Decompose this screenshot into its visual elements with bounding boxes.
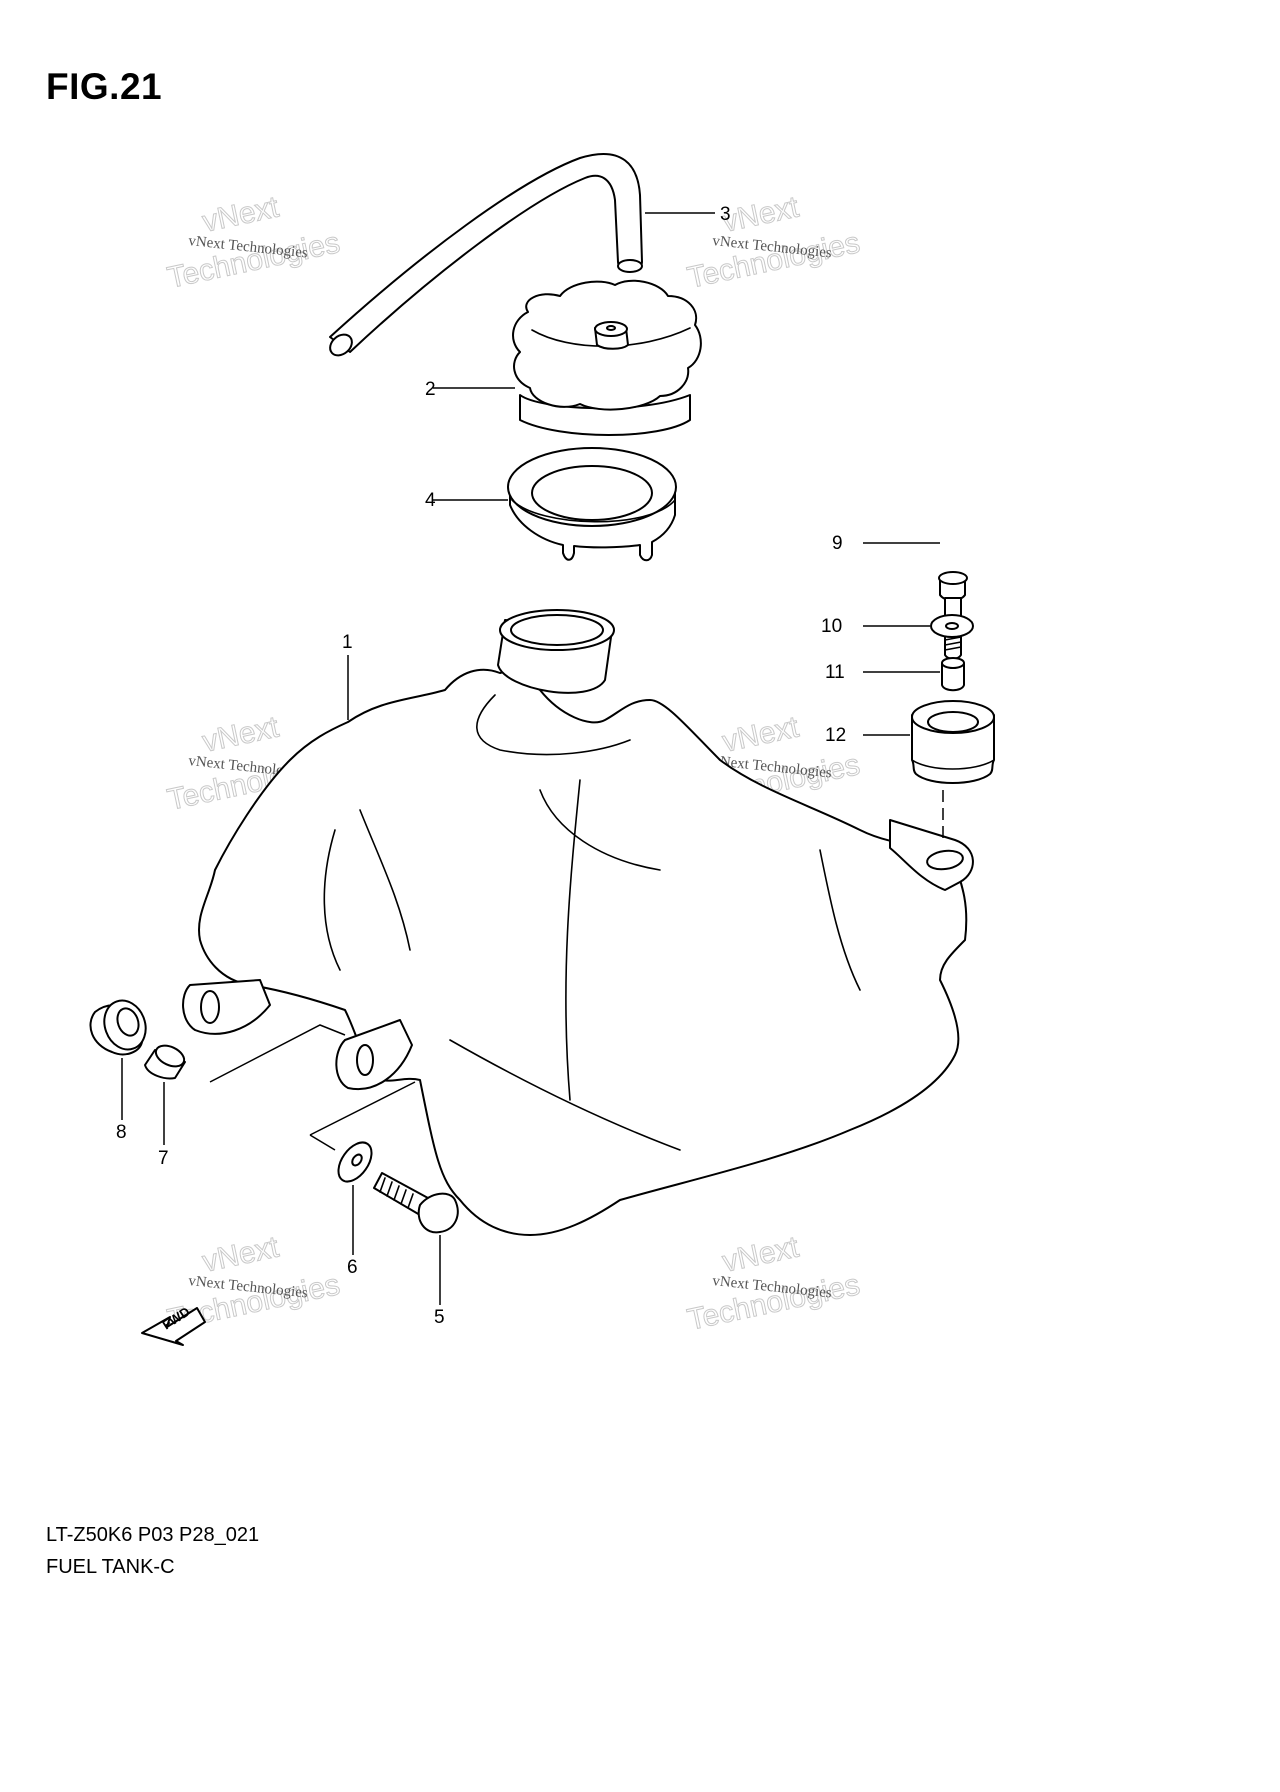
- figure-title: FIG.21: [46, 66, 163, 107]
- fwd-arrow-icon: FWD: [141, 1304, 206, 1346]
- watermark-outline-top: Technologies: [685, 226, 863, 295]
- watermark-bottom-right: Technologies vNext vNext Technologies: [684, 1230, 863, 1337]
- callout-12: 12: [825, 725, 846, 746]
- callout-3: 3: [720, 204, 731, 225]
- callout-labels: 1 2 3 4 5 6 7 8 9 10 11 12: [116, 204, 846, 1328]
- part-collar-lower: [144, 1044, 186, 1080]
- callout-4: 4: [425, 490, 436, 511]
- part-breather-hose: [329, 152, 643, 357]
- watermark-outline-small: vNext: [200, 190, 283, 238]
- callout-10: 10: [821, 616, 842, 637]
- part-fuel-tank: [182, 609, 974, 1236]
- part-fuel-cap: [512, 279, 702, 436]
- watermark-outline-small: vNext: [720, 190, 803, 238]
- callout-9: 9: [832, 533, 843, 554]
- callout-2: 2: [425, 379, 436, 400]
- watermark-outline-small: vNext: [720, 1230, 803, 1278]
- part-grommet-lower: [89, 999, 147, 1056]
- watermark-outline-small: vNext: [720, 710, 803, 758]
- callout-7: 7: [158, 1148, 169, 1169]
- figure-caption: FUEL TANK-C: [46, 1556, 175, 1578]
- callout-6: 6: [347, 1257, 358, 1278]
- callout-1: 1: [342, 632, 353, 653]
- callout-5: 5: [434, 1307, 445, 1328]
- model-code: LT-Z50K6 P03 P28_021: [46, 1524, 260, 1546]
- part-collar-upper: [941, 657, 965, 692]
- part-washer-lower: [337, 1141, 373, 1183]
- part-washer-upper: [930, 614, 974, 638]
- watermark-outline-small: vNext: [200, 710, 283, 758]
- leader-lines: [121, 212, 944, 1305]
- watermark-top-right: Technologies vNext vNext Technologies: [684, 190, 863, 295]
- part-bolt-lower: [373, 1172, 459, 1234]
- callout-11: 11: [825, 662, 845, 683]
- part-grommet-upper: [911, 700, 995, 784]
- callout-8: 8: [116, 1122, 127, 1143]
- part-filler-gasket: [507, 447, 677, 562]
- watermark-outline-small: vNext: [200, 1230, 283, 1278]
- watermark-top-left: Technologies vNext vNext Technologies: [164, 190, 343, 295]
